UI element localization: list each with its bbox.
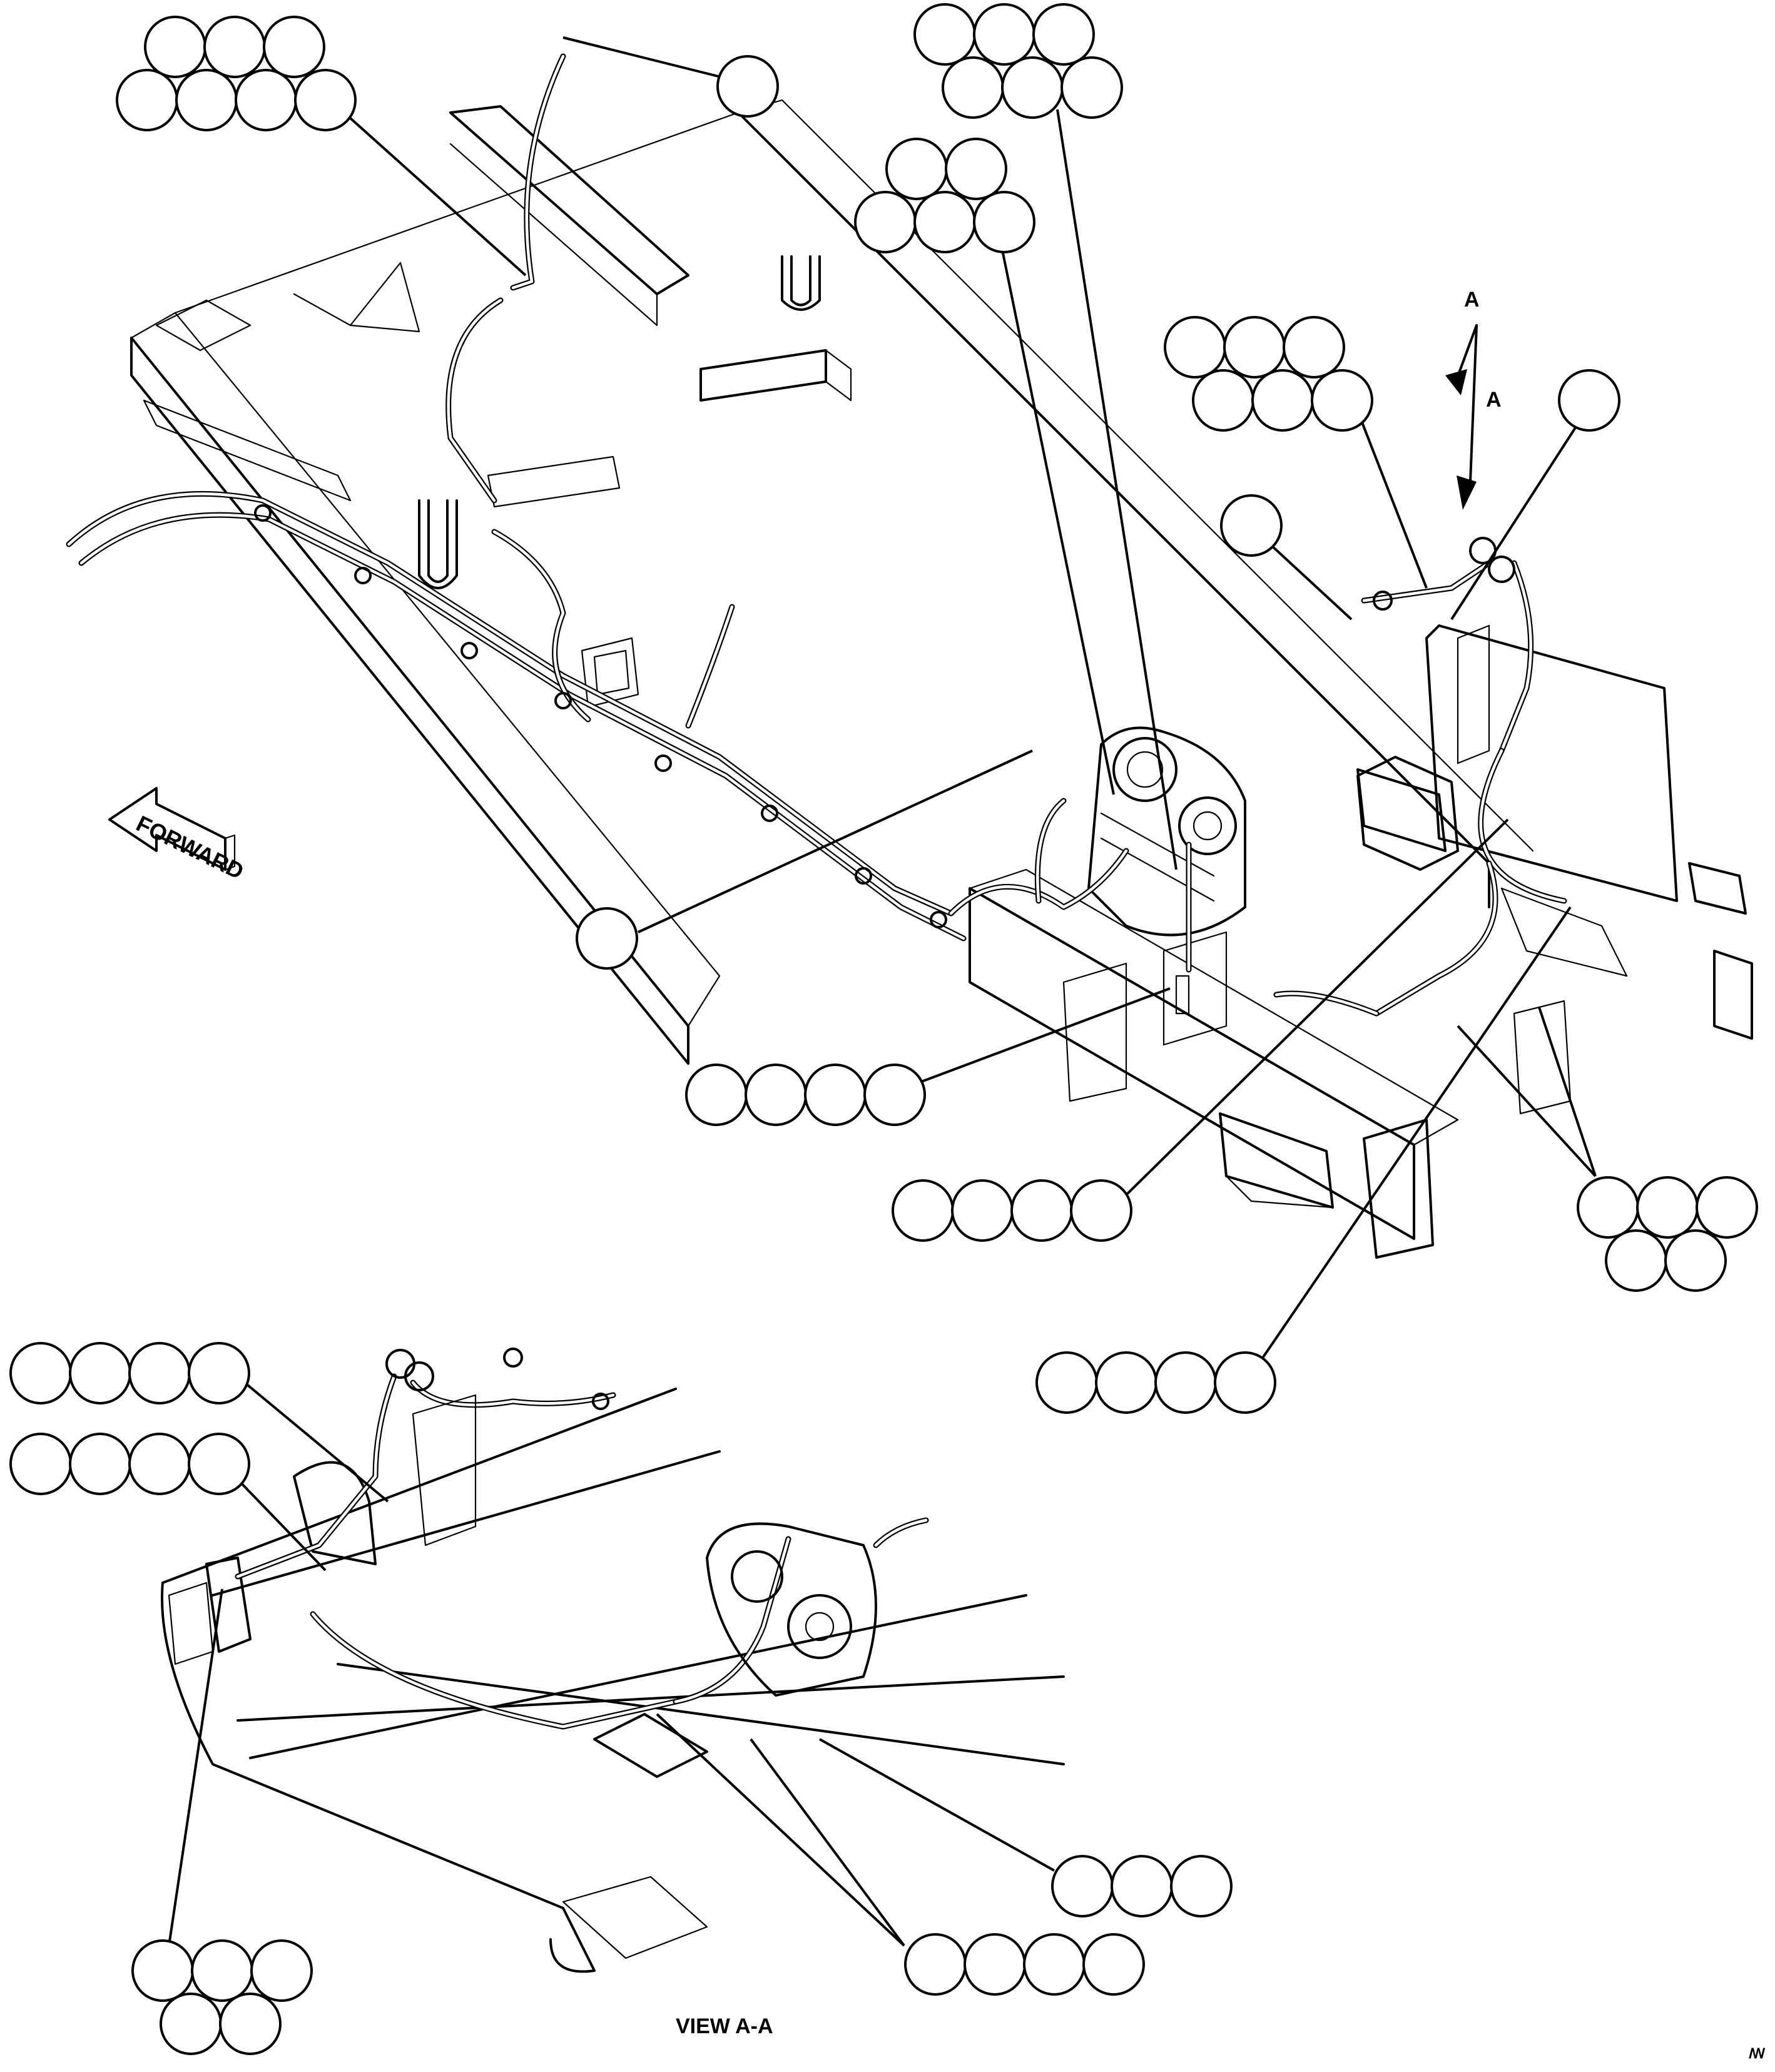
view-a-label-lower: A bbox=[1486, 388, 1502, 412]
callout-group-far-right bbox=[1577, 1176, 1758, 1292]
callout-group-view-left-upper bbox=[9, 1342, 250, 1404]
callout-group-center-left-single bbox=[576, 907, 638, 970]
view-a-arrows: A A bbox=[1445, 288, 1502, 510]
forward-arrow: FORWARD bbox=[108, 787, 248, 884]
callout-group-right-four bbox=[892, 1179, 1132, 1242]
callout-group-top-left-single bbox=[716, 55, 779, 118]
callout-group-top-center bbox=[913, 3, 1123, 119]
view-a-a-drawing bbox=[161, 1348, 1065, 1973]
callout-group-center-four bbox=[685, 1064, 926, 1126]
callout-group-center-upper bbox=[854, 138, 1035, 253]
callout-group-view-bottom-left bbox=[131, 1939, 313, 2055]
callout-group-view-left-lower bbox=[9, 1433, 250, 1495]
view-caption: VIEW A-A bbox=[676, 2014, 773, 2038]
callout-group-view-bottom-four bbox=[904, 1933, 1145, 1996]
callout-group-right-small bbox=[1220, 494, 1283, 557]
callout-group-view-right-three bbox=[1051, 1855, 1233, 1917]
corner-mark: ꟿ bbox=[1749, 2046, 1766, 2061]
leader-lines bbox=[168, 36, 1597, 1947]
view-a-label-upper: A bbox=[1464, 288, 1480, 312]
callout-group-top-left bbox=[116, 16, 357, 131]
callout-group-lower-right-four bbox=[1035, 1351, 1276, 1414]
callout-group-right-upper bbox=[1164, 316, 1373, 432]
harness-cables-main bbox=[66, 53, 1567, 1017]
callout-group-right-single bbox=[1558, 369, 1620, 432]
frame-assembly bbox=[130, 99, 1753, 1259]
